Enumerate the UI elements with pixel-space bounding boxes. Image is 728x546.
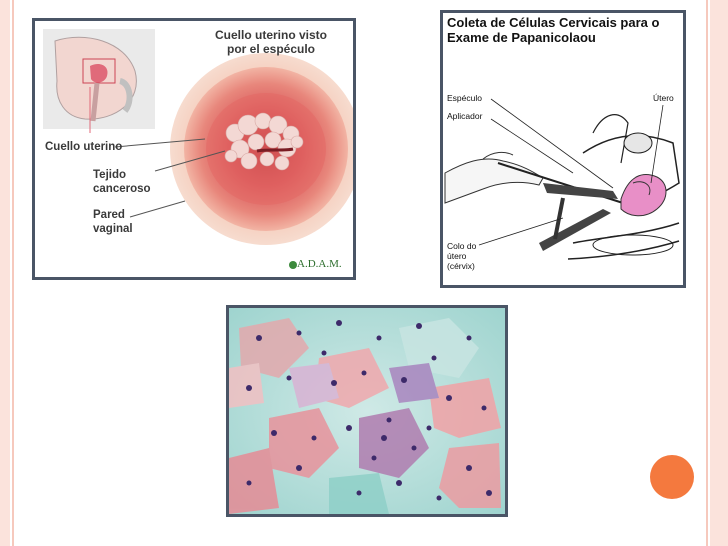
figure2-title-line2: Exame de Papanicolaou <box>447 30 596 45</box>
label-speculum: Espéculo <box>447 93 482 103</box>
micrograph-cells <box>229 308 505 514</box>
figure2-title-line1: Coleta de Células Cervicais para o <box>447 15 660 30</box>
label-cervix-line1: Colo do <box>447 241 477 251</box>
label-wall-line2: vaginal <box>93 223 133 235</box>
figure1-title-line2: por el espéculo <box>226 42 316 56</box>
label-tissue-line2: canceroso <box>93 183 151 195</box>
speculum-illustration <box>443 13 683 285</box>
orange-dot-decoration <box>650 455 694 499</box>
pap-collection-image: Coleta de Células Cervicais para o Exame… <box>440 10 686 288</box>
cervix-illustration <box>35 21 353 277</box>
adam-logo: A.D.A.M. <box>297 258 342 270</box>
slide-border-left-line <box>12 0 14 546</box>
label-cervix: Cuello uterino <box>45 141 123 153</box>
label-cervix-line3: (cérvix) <box>447 261 475 271</box>
label-tissue-line1: Tejido <box>93 169 127 181</box>
cervix-speculum-image: Cuello uterino visto por el espéculo Cue… <box>32 18 356 280</box>
slide-border-right-line <box>706 0 708 546</box>
label-applicator: Aplicador <box>447 111 483 121</box>
label-cervix-line2: útero <box>447 251 467 261</box>
slide-border-right <box>710 0 728 546</box>
label-wall-line1: Pared <box>93 209 125 221</box>
figure1-title-line1: Cuello uterino visto <box>214 28 327 42</box>
label-uterus: Útero <box>653 93 674 103</box>
pap-smear-micrograph <box>226 305 508 517</box>
slide-border-left <box>0 0 10 546</box>
